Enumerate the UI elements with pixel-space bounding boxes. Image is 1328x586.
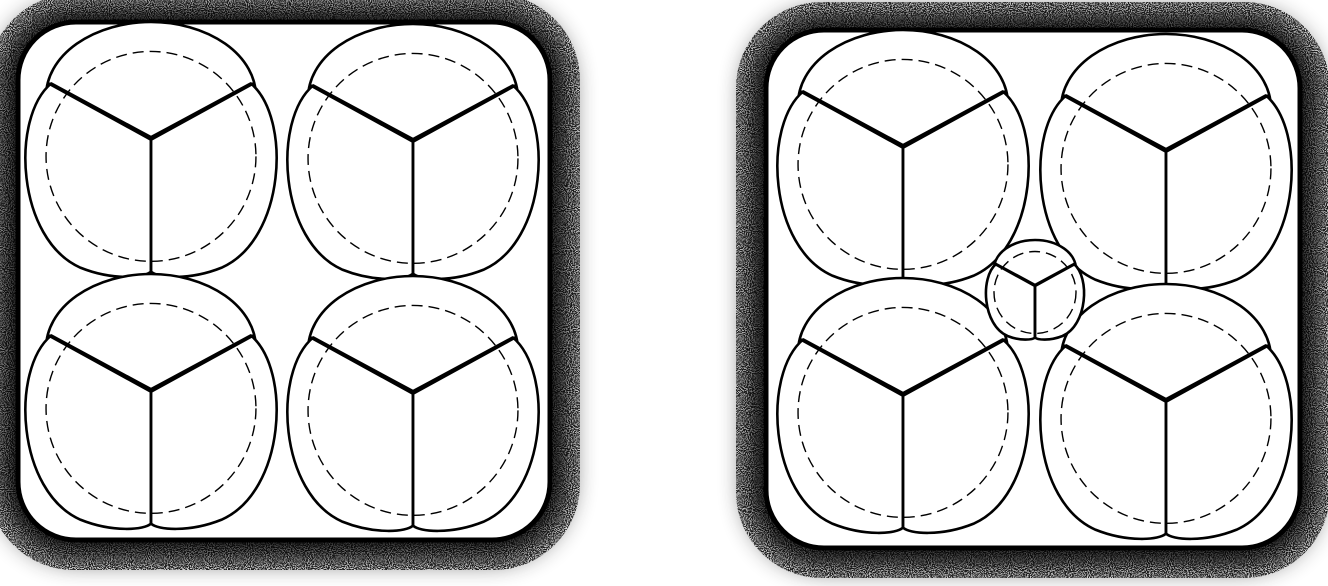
- cluster-bottom-left: [25, 274, 276, 529]
- cluster-top-right: [287, 24, 538, 279]
- left-panel: [0, 0, 580, 570]
- cluster-top-right: [1040, 34, 1291, 289]
- cluster-top-left: [25, 22, 276, 277]
- right-panel: [736, 2, 1328, 578]
- cluster-bottom-right: [287, 276, 538, 531]
- cluster-top-left: [777, 30, 1028, 285]
- cluster-center-small: [986, 240, 1084, 340]
